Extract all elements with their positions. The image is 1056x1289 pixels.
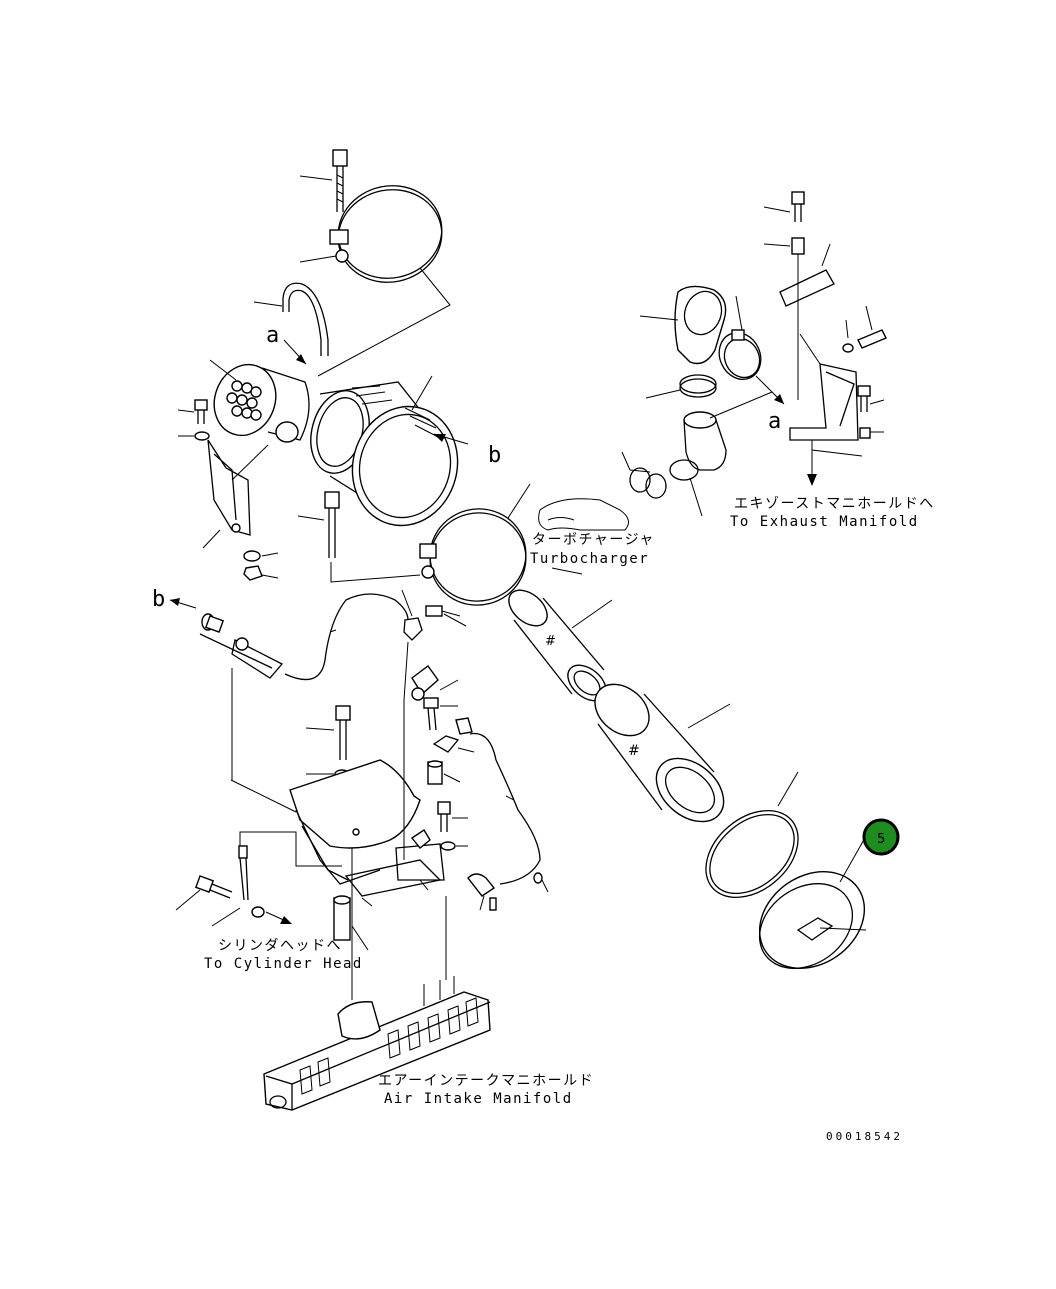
label-cylinder-en: To Cylinder Head — [204, 956, 363, 972]
small-bolt-left — [177, 399, 210, 441]
connector-fitting — [403, 641, 459, 860]
callout-5: 5 — [862, 818, 900, 856]
label-intake-en: Air Intake Manifold — [384, 1091, 573, 1107]
document-number: 00018542 — [826, 1130, 903, 1143]
gasket-pair — [621, 451, 667, 499]
label-turbo-en: Turbocharger — [530, 551, 649, 567]
ref-b-right: b — [488, 443, 501, 468]
label-cylinder-jp: シリンダヘッドへ — [218, 938, 342, 954]
bracket-lower — [344, 829, 445, 907]
bracket-small — [401, 589, 467, 641]
washer — [243, 550, 261, 562]
bracket-upper-right — [763, 191, 835, 400]
spacer-collar — [427, 760, 461, 785]
rubber-elbow — [639, 285, 727, 365]
lower-spacer — [333, 895, 369, 951]
harness-end — [467, 872, 549, 911]
ref-b-left: b — [152, 587, 165, 612]
main-element: # — [594, 683, 731, 823]
hex-bolt-side — [175, 875, 265, 927]
long-bolt-mid — [297, 491, 421, 583]
safety-element: # — [508, 589, 613, 702]
end-cover — [758, 835, 867, 969]
bolt-lower-right — [437, 801, 468, 851]
rain-cap-plate — [230, 759, 421, 885]
label-turbo-jp: ターボチャージャ — [532, 532, 655, 548]
top-bolt — [299, 149, 348, 212]
label-intake-jp: エアーインテークマニホールド — [378, 1073, 594, 1089]
u-bolt — [253, 282, 329, 356]
nut — [243, 565, 263, 581]
band-clamp-top — [299, 185, 451, 377]
dust-indicator-fitting — [199, 593, 409, 780]
turbocharger-outline — [538, 498, 630, 531]
svg-text:#: # — [628, 743, 640, 759]
label-exhaust-en: To Exhaust Manifold — [730, 514, 919, 530]
bracket-left — [202, 439, 269, 549]
sensor-clip — [432, 717, 541, 885]
air-cleaner-body — [310, 375, 459, 527]
hose-clamp-b — [645, 374, 717, 399]
exhaust-elbow-pipe — [669, 391, 773, 517]
bracket-right — [789, 305, 887, 457]
air-intake-manifold — [263, 896, 491, 1111]
precleaner — [209, 359, 310, 443]
svg-text:#: # — [545, 634, 556, 649]
callout-5-label: 5 — [877, 832, 885, 847]
band-clamp-mid — [419, 483, 531, 606]
ref-a-left: a — [266, 323, 279, 348]
ref-a-right: a — [768, 409, 781, 434]
o-ring — [705, 771, 799, 898]
label-exhaust-jp: エキゾーストマニホールドへ — [734, 496, 935, 512]
stud-bolt — [238, 831, 342, 901]
hose-clamp-a — [718, 295, 762, 380]
